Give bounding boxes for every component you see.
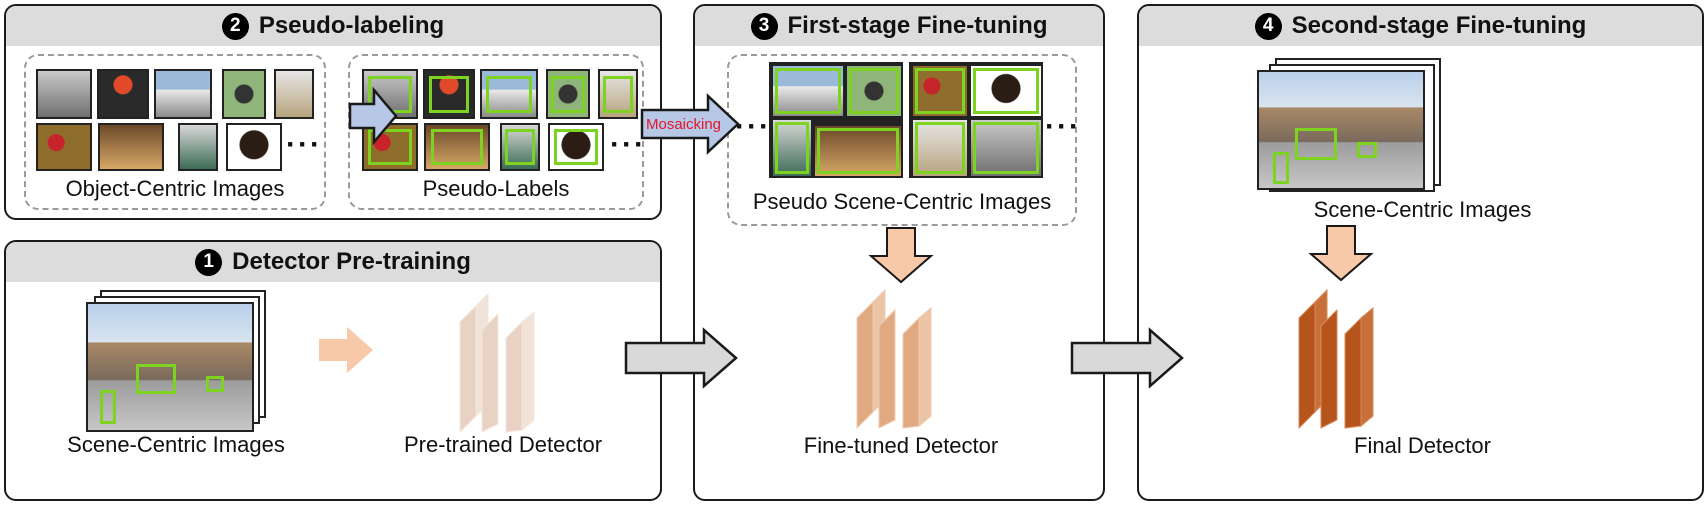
labeled-thumbnail-traffic-light bbox=[423, 69, 475, 119]
thumbnail-bag bbox=[36, 69, 92, 119]
pseudo-scene-group bbox=[727, 54, 1077, 226]
pretrain-to-finetune-arrow-icon bbox=[624, 327, 738, 389]
thumbnail-food-tray bbox=[98, 123, 164, 171]
second-stage-orange-arrow-icon bbox=[1308, 225, 1374, 282]
panel-header: 4 Second-stage Fine-tuning bbox=[1139, 6, 1702, 46]
mosaic-tile-food-tray bbox=[815, 126, 901, 176]
pretraining-panel: 1 Detector Pre-training Scene-Centric Im… bbox=[4, 240, 662, 501]
mosaicking-label: Mosaicking bbox=[646, 116, 722, 133]
step-number-badge: 2 bbox=[221, 12, 249, 40]
labeled-thumbnail-kettle bbox=[500, 123, 540, 171]
mosaic-left-ellipsis: ··· bbox=[735, 110, 771, 143]
thumbnail-coffee-cup bbox=[226, 123, 282, 171]
panel-header: 2 Pseudo-labeling bbox=[6, 6, 660, 46]
first-stage-orange-arrow-icon bbox=[868, 227, 934, 284]
panel-title: Detector Pre-training bbox=[232, 248, 471, 275]
scene-images-caption: Scene-Centric Images bbox=[67, 432, 285, 457]
panel-header: 1 Detector Pre-training bbox=[6, 242, 660, 282]
mosaic-tile-coat bbox=[913, 120, 967, 176]
pseudo-scene-caption: Pseudo Scene-Centric Images bbox=[752, 189, 1052, 214]
labeled-thumbnail-strawberries bbox=[362, 123, 418, 171]
detection-box-light bbox=[1273, 152, 1289, 184]
panel-title: First-stage Fine-tuning bbox=[787, 12, 1048, 39]
pretrained-detector-icon bbox=[459, 292, 535, 434]
pseudo-labeling-panel: 2 Pseudo-labeling ··· Object-Centric Ima… bbox=[4, 4, 662, 220]
thumbnail-traffic-light bbox=[97, 69, 149, 119]
labeled-thumbnail-bird bbox=[546, 69, 590, 119]
thumbnail-bus bbox=[154, 69, 212, 119]
labeled-thumbnail-coat bbox=[598, 69, 638, 119]
mosaic-tile-coffee-cup bbox=[971, 66, 1041, 116]
labeled-thumbnail-coffee-cup bbox=[548, 123, 604, 171]
mosaic-tile-bus bbox=[773, 66, 843, 116]
labeled-thumbnail-food-tray bbox=[424, 123, 490, 171]
pretraining-orange-arrow-icon bbox=[319, 327, 373, 373]
thumbnail-kettle bbox=[178, 123, 218, 171]
step-number-badge: 4 bbox=[1254, 12, 1282, 40]
object-centric-caption: Object-Centric Images bbox=[65, 176, 285, 201]
mosaic-image-1 bbox=[769, 62, 903, 178]
scene-image bbox=[86, 302, 254, 432]
first-stage-panel: 3 First-stage Fine-tuning ··· ··· Pseudo… bbox=[693, 4, 1105, 501]
pseudo-labels-caption: Pseudo-Labels bbox=[422, 176, 570, 201]
scene-images-caption: Scene-Centric Images bbox=[1313, 197, 1532, 222]
pretrained-detector-caption: Pre-trained Detector bbox=[403, 432, 603, 457]
thumbnail-strawberries bbox=[36, 123, 92, 171]
thumbnail-bird bbox=[222, 69, 266, 119]
step-number-badge: 3 bbox=[750, 12, 778, 40]
step-number-badge: 1 bbox=[195, 248, 223, 276]
detection-box-bus bbox=[136, 364, 176, 394]
mosaic-right-ellipsis: ··· bbox=[1045, 110, 1081, 143]
mosaic-image-2 bbox=[909, 62, 1043, 178]
mosaic-tile-bird bbox=[847, 66, 901, 116]
detection-box-light bbox=[100, 390, 116, 424]
more-labels-ellipsis: ··· bbox=[610, 128, 646, 161]
mosaic-tile-kettle bbox=[773, 120, 811, 176]
finetuned-detector-caption: Fine-tuned Detector bbox=[803, 433, 999, 458]
mosaic-tile-bag bbox=[971, 120, 1041, 176]
final-detector-caption: Final Detector bbox=[1354, 433, 1491, 458]
panel-header: 3 First-stage Fine-tuning bbox=[695, 6, 1103, 46]
mosaic-tile-strawberries bbox=[913, 66, 967, 116]
labeling-arrow-icon bbox=[348, 86, 398, 146]
second-stage-panel: 4 Second-stage Fine-tuning Scene-Centric… bbox=[1137, 4, 1704, 501]
finetuned-detector-icon bbox=[856, 288, 932, 430]
detection-box-car bbox=[1357, 142, 1377, 158]
object-centric-group bbox=[24, 54, 326, 210]
panel-title: Second-stage Fine-tuning bbox=[1291, 12, 1587, 39]
more-images-ellipsis: ··· bbox=[286, 128, 322, 161]
final-detector-icon bbox=[1298, 288, 1374, 430]
first-to-second-stage-arrow-icon bbox=[1070, 327, 1184, 389]
mosaicking-arrow-icon bbox=[640, 93, 740, 155]
scene-image bbox=[1257, 70, 1425, 190]
detection-box-car bbox=[206, 376, 224, 392]
panel-title: Pseudo-labeling bbox=[258, 12, 445, 39]
thumbnail-coat bbox=[274, 69, 314, 119]
labeled-thumbnail-bus bbox=[480, 69, 538, 119]
detection-box-bus bbox=[1295, 128, 1337, 160]
